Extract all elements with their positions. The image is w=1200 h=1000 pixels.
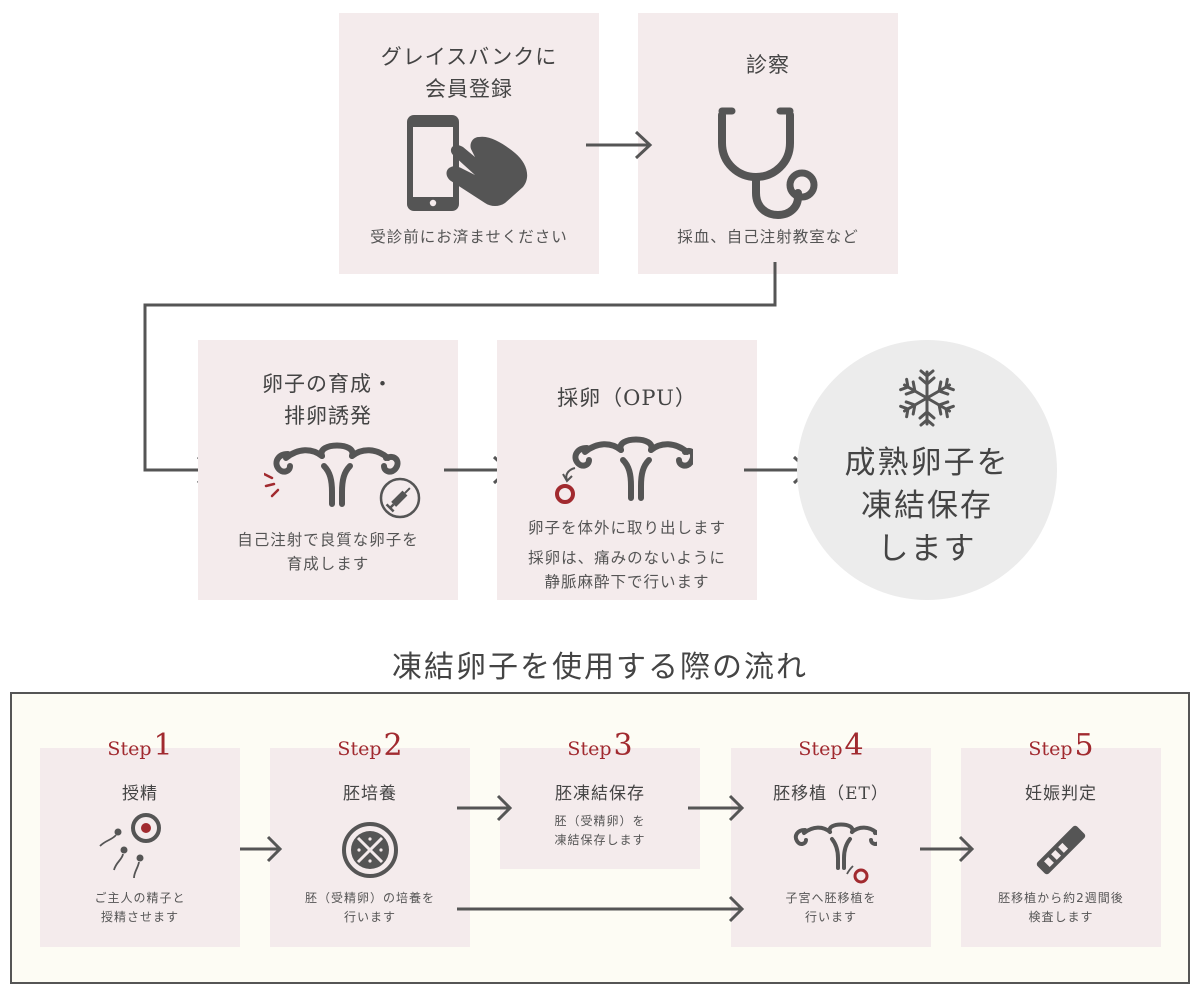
usage-section-title: 凍結卵子を使用する際の流れ	[392, 650, 808, 685]
fertilization-icon	[99, 813, 161, 879]
step-title: 胚凍結保存	[555, 784, 645, 804]
step-title: 授精	[122, 784, 158, 804]
step-title: 胚移植（ET）	[773, 784, 889, 804]
step-label: Step1	[107, 728, 173, 763]
stethoscope-icon	[718, 107, 818, 220]
step-label: Step3	[567, 728, 633, 763]
flow-step-stimulation: 卵子の育成・ 排卵誘発 自己注射で良質な卵子を 育成します	[198, 340, 458, 600]
embryo-culture-icon	[342, 822, 398, 878]
embryo-transfer-icon	[793, 822, 877, 884]
snowflake-icon	[899, 369, 955, 427]
step-label: Step2	[337, 728, 403, 763]
step-title: 妊娠判定	[1025, 784, 1097, 804]
uterus-egg-retrieval-icon	[555, 436, 693, 504]
usage-step-4: Step4 胚移植（ET） 子宮へ胚移植を 行います	[731, 728, 931, 947]
step-desc: 子宮へ胚移植を 行います	[785, 891, 877, 924]
usage-step-3: Step3 胚凍結保存 胚（受精卵）を 凍結保存します	[500, 728, 700, 869]
step-desc: 胚（受精卵）を 凍結保存します	[554, 814, 646, 847]
flow-step-title: 採卵（OPU）	[557, 386, 697, 410]
usage-step-5: Step5 妊娠判定 胚移植から約2週間後 検査します	[961, 728, 1161, 947]
arrow-right-icon	[586, 130, 653, 160]
flow-step-title: 診察	[746, 53, 790, 77]
uterus-stimulation-icon	[264, 442, 401, 507]
usage-step-2: Step2 胚培養 胚（受精卵）の培養を 行います	[270, 728, 470, 947]
flow-step-desc: 自己注射で良質な卵子を 育成します	[237, 531, 419, 573]
syringe-icon	[379, 477, 421, 519]
flow-step-desc: 卵子を体外に取り出します 採卵は、痛みのないように 静脈麻酔下で行います	[527, 519, 726, 591]
flow-step-title: グレイスバンクに 会員登録	[380, 45, 558, 101]
pregnancy-test-icon	[1036, 825, 1086, 875]
flow-step-consultation: 診察 採血、自己注射教室など	[638, 13, 898, 274]
flow-step-desc: 受診前にお済ませください	[370, 228, 568, 246]
step-title: 胚培養	[343, 784, 397, 804]
step-desc: ご主人の精子と 授精させます	[94, 891, 186, 924]
flow-final-freeze: 成熟卵子を 凍結保存 します	[797, 340, 1057, 600]
smartphone-tap-icon	[407, 115, 528, 211]
step-label: Step4	[798, 728, 864, 763]
step-desc: 胚移植から約2週間後 検査します	[998, 891, 1124, 924]
flow-step-egg-retrieval: 採卵（OPU） 卵子を体外に取り出します 採卵は、痛みのないように 静脈麻酔下で…	[497, 340, 757, 600]
step-desc: 胚（受精卵）の培養を 行います	[304, 891, 435, 924]
flow-step-title: 卵子の育成・ 排卵誘発	[262, 372, 394, 428]
usage-step-1: Step1 授精 ご主人の精子と 授精させます	[40, 728, 240, 947]
flow-step-desc: 採血、自己注射教室など	[677, 228, 859, 246]
step-label: Step5	[1028, 728, 1094, 763]
flow-step-register: グレイスバンクに 会員登録 受診前にお済ませください	[339, 13, 599, 274]
flow-final-text: 成熟卵子を 凍結保存 します	[844, 445, 1010, 567]
